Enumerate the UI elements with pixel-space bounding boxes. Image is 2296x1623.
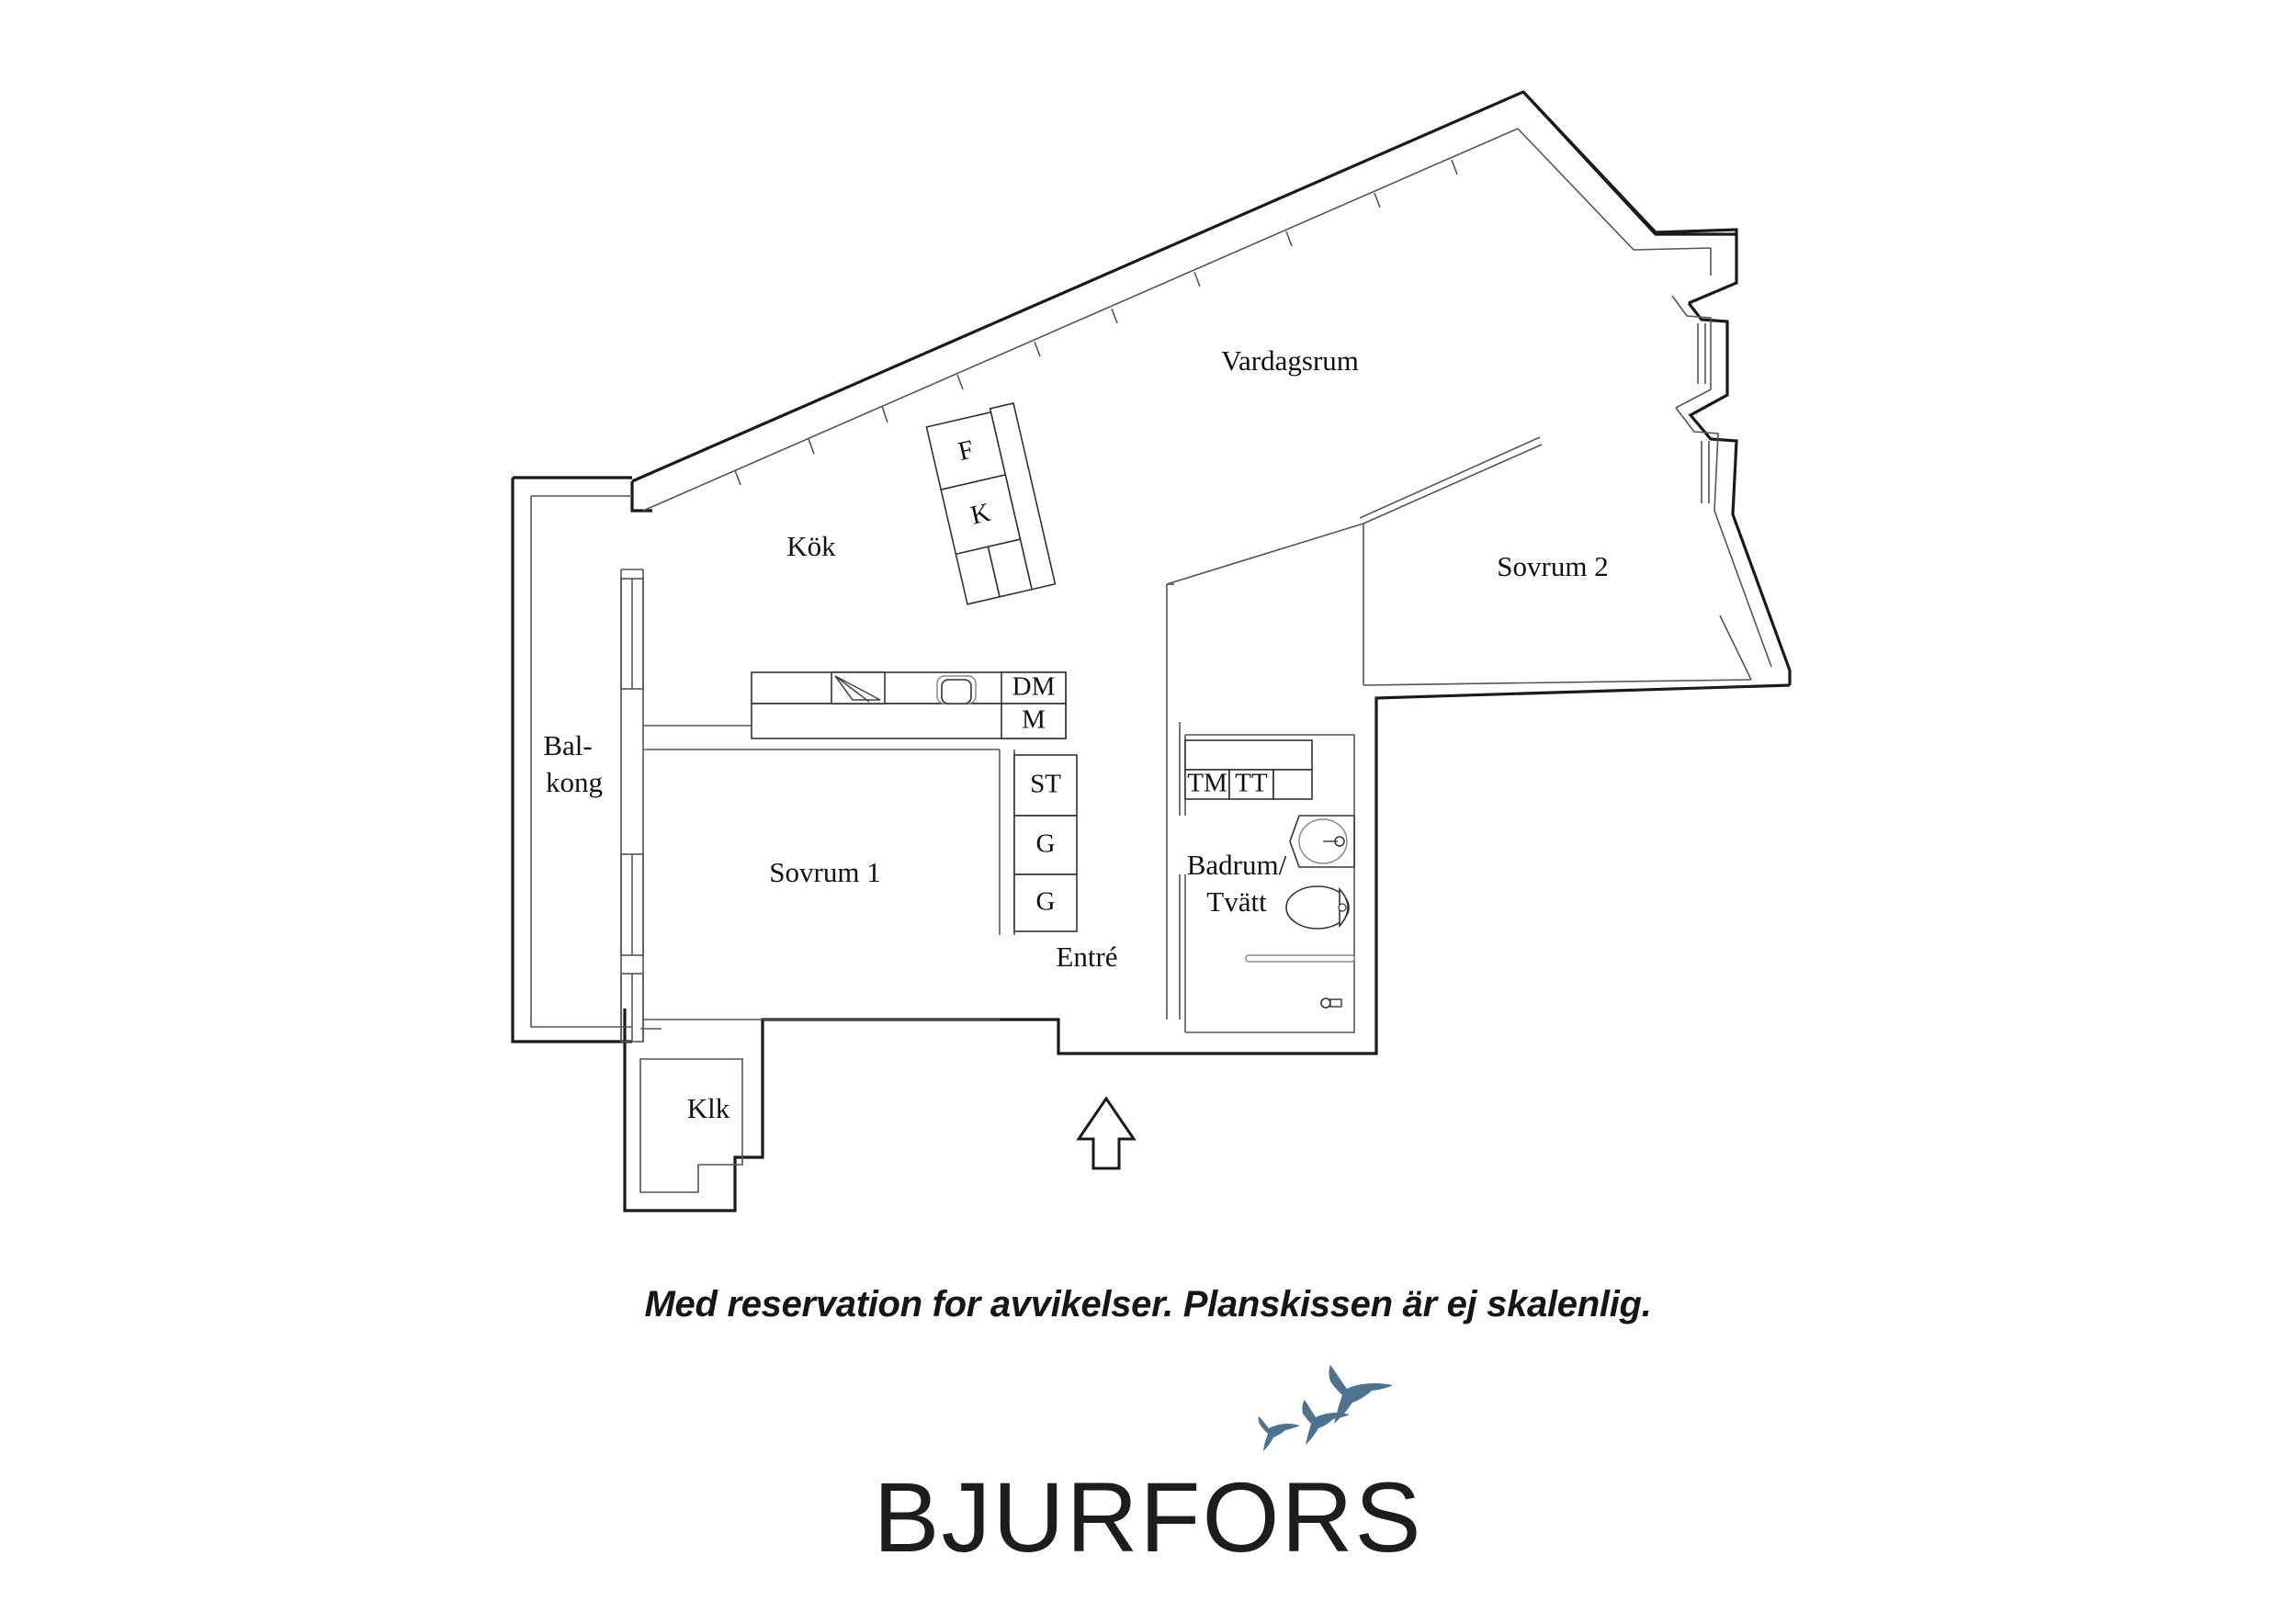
- tumble-dryer-label: TT: [1235, 769, 1268, 798]
- wardrobe-2-label: G: [1036, 887, 1056, 917]
- fridge-label: F: [956, 434, 977, 467]
- balcony-outline: [511, 476, 632, 1043]
- brand-logo: BJURFORS: [0, 1359, 2296, 1612]
- room-label-sovrum2: Sovrum 2: [1497, 550, 1608, 582]
- room-labels: Vardagsrum Kök Sovrum 2 Bal- kong Sovrum…: [543, 344, 1608, 1124]
- wardrobe-1-label: G: [1036, 829, 1056, 859]
- microwave-label: M: [1022, 705, 1046, 735]
- room-label-badrum-line1: Badrum/: [1187, 849, 1287, 881]
- balcony-partition-wall: [620, 569, 644, 1043]
- storage-label: ST: [1030, 770, 1061, 799]
- brand-wordmark: BJURFORS: [873, 1461, 1423, 1572]
- wardrobe-cabinet-1: [1013, 815, 1078, 875]
- laundry-appliances: TM TT: [1184, 739, 1313, 800]
- room-label-balkong-line2: kong: [546, 766, 603, 798]
- room-label-entre: Entré: [1056, 941, 1117, 973]
- upper-right-inner-walls: [1517, 128, 1772, 668]
- three-flying-birds-icon: [1258, 1365, 1393, 1451]
- bathroom-fixtures: [1245, 815, 1355, 1009]
- fridge-freezer-block: F K: [925, 402, 1057, 605]
- klk-walls: [639, 1028, 743, 1193]
- building-outer-walls: [623, 90, 1792, 1212]
- entrance-direction-arrow: [1076, 1096, 1137, 1170]
- room-label-vardagsrum: Vardagsrum: [1221, 344, 1359, 377]
- tumble-dryer: [1228, 769, 1274, 800]
- microwave-unit: [1001, 703, 1067, 739]
- living-room-window-band: [642, 128, 1519, 512]
- room-label-balkong-line1: Bal-: [543, 729, 592, 761]
- toilet: [1285, 885, 1350, 930]
- hall-walls: [1166, 523, 1364, 1020]
- shower-bar: [1245, 954, 1355, 963]
- disclaimer-caption: Med reservation for avvikelser. Planskis…: [644, 1284, 1652, 1324]
- wardrobe-cabinet-2: [1013, 873, 1078, 932]
- washing-machine-label: TM: [1187, 769, 1227, 798]
- room-label-kok: Kök: [786, 530, 836, 562]
- sovrum2-partition: [1359, 436, 1752, 686]
- appliance-cabinet-column: DM M ST G G: [1001, 671, 1078, 932]
- room-label-sovrum1: Sovrum 1: [769, 856, 880, 888]
- dishwasher-label: DM: [1012, 672, 1056, 702]
- room-label-badrum-line2: Tvätt: [1206, 885, 1267, 918]
- room-label-klk: Klk: [687, 1092, 730, 1124]
